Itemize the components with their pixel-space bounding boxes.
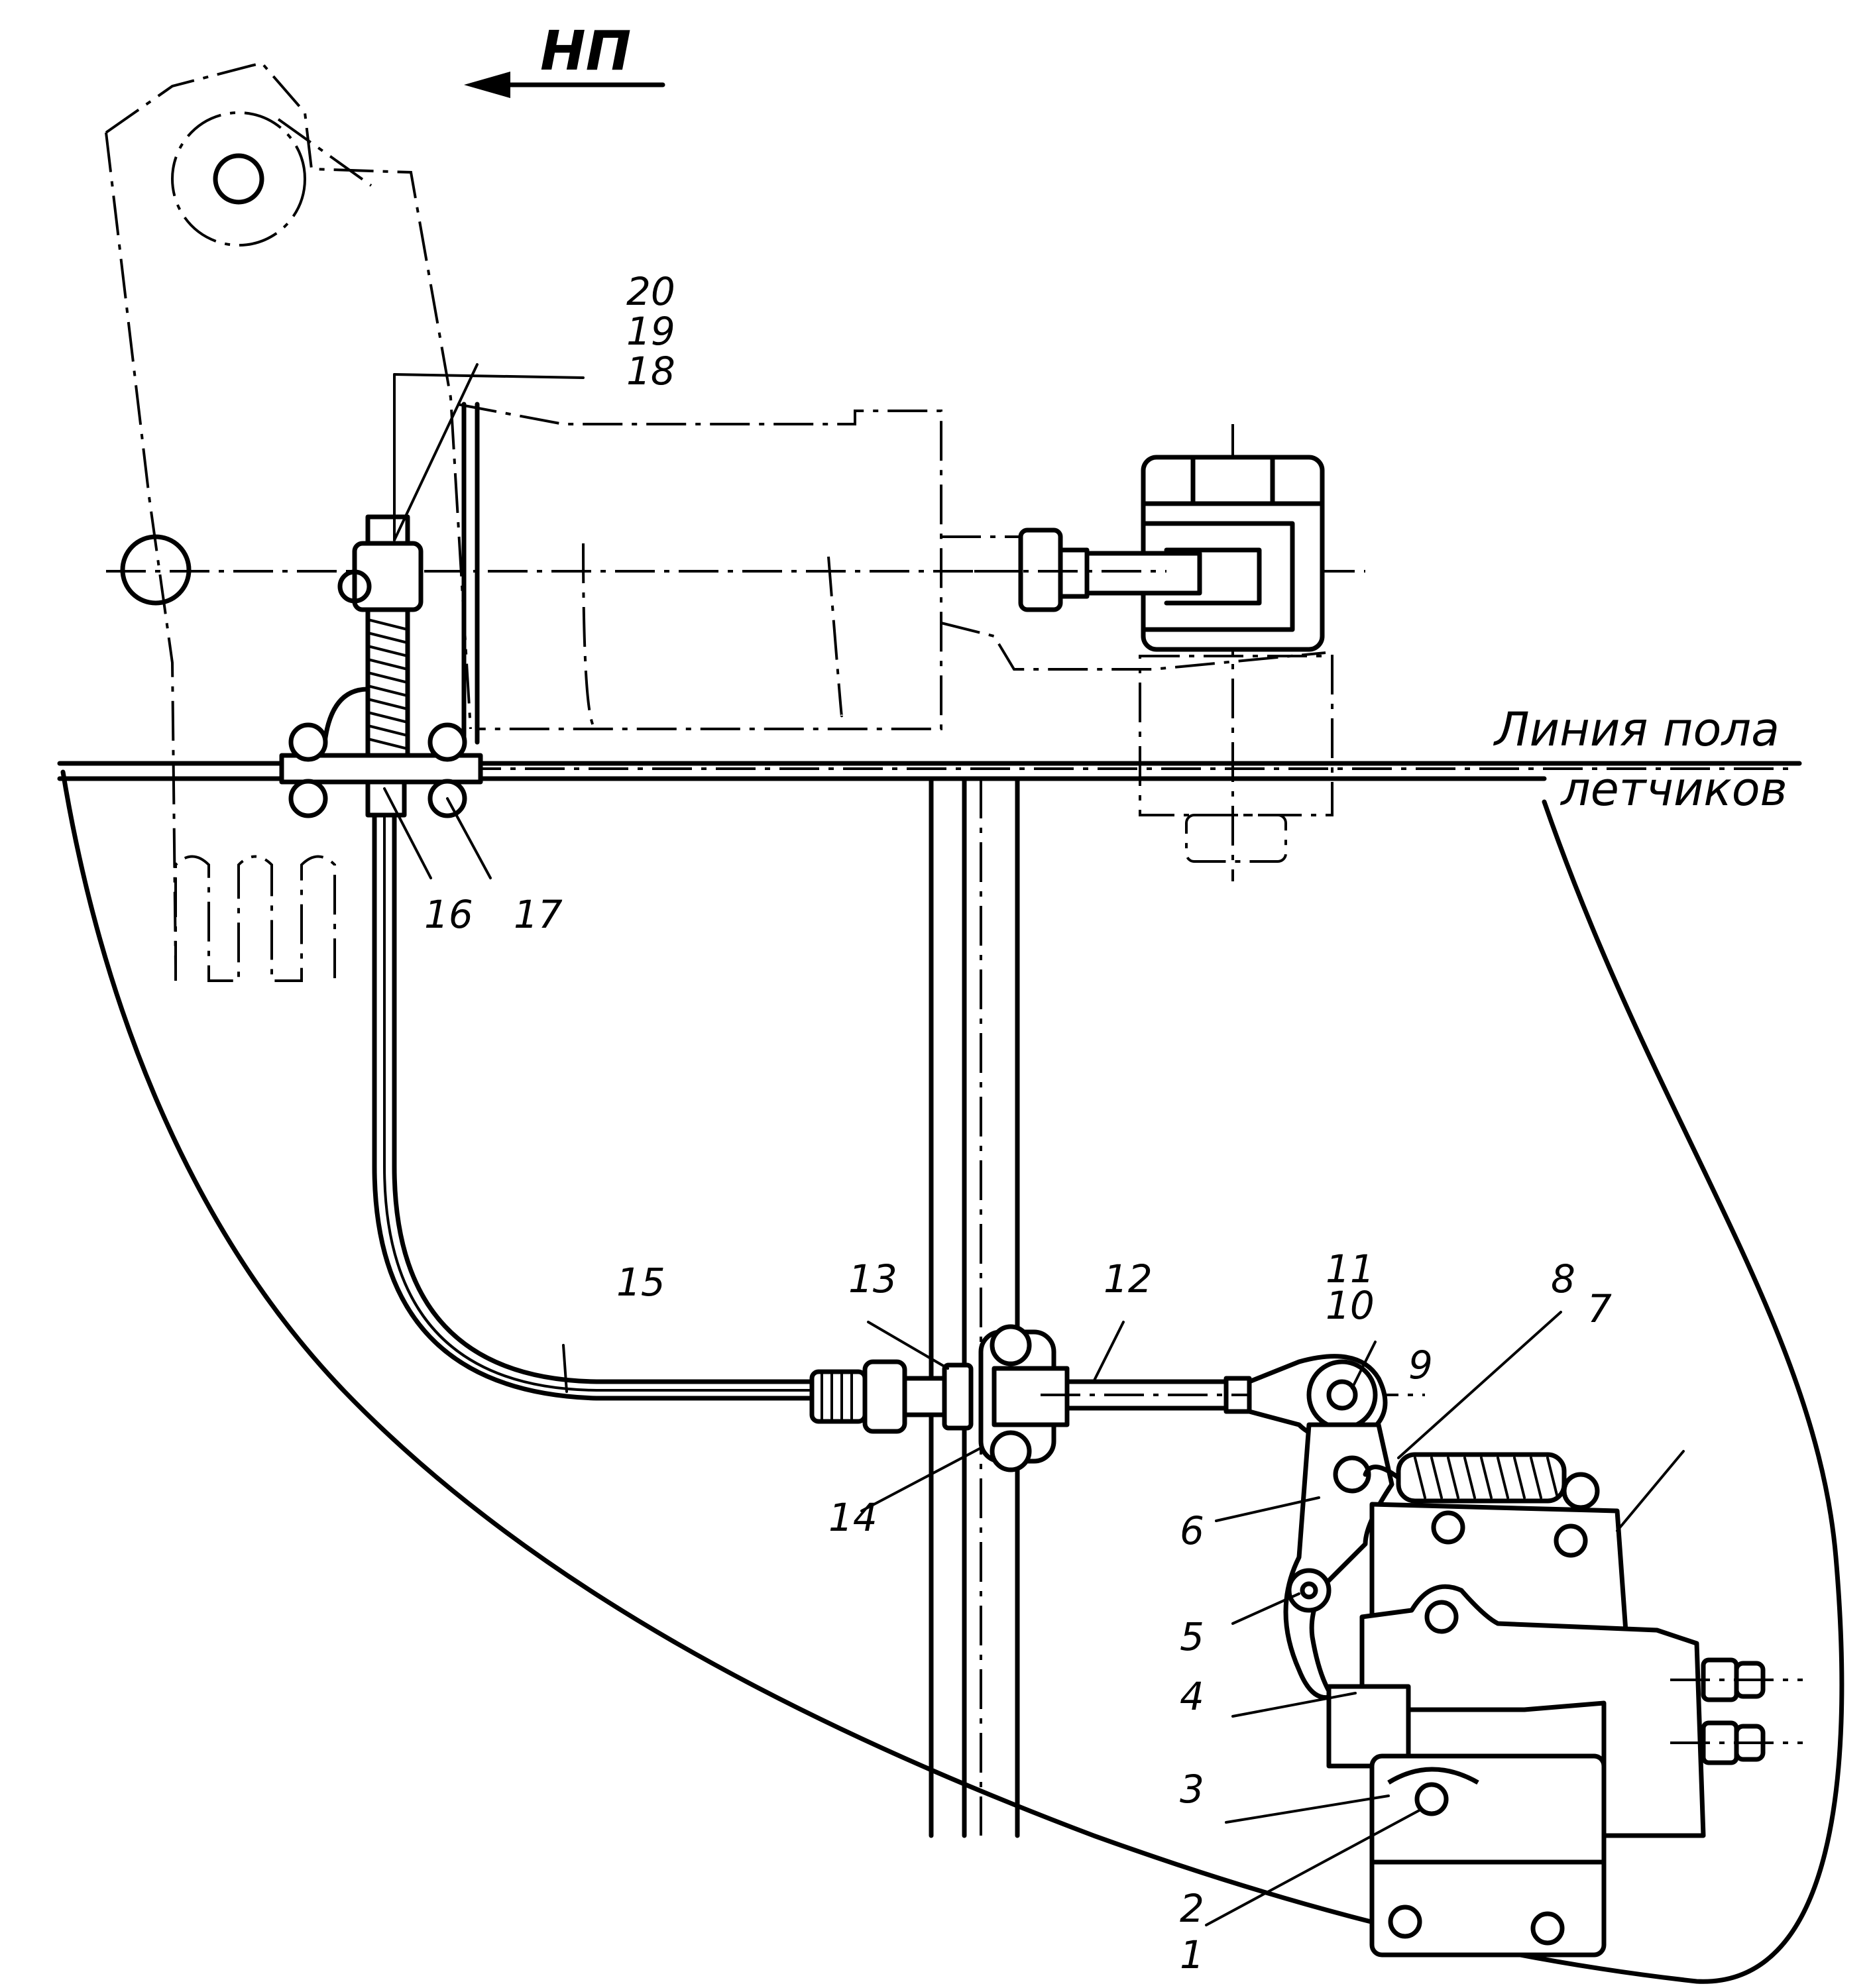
label-19: 19 (626, 309, 675, 354)
label-16: 16 (424, 892, 473, 937)
actuator-rod (974, 527, 1202, 612)
label-5: 5 (1180, 1614, 1204, 1659)
label-4: 4 (1180, 1674, 1204, 1719)
lever (1283, 1422, 1394, 1700)
label-8: 8 (1551, 1256, 1575, 1301)
switch-assembly (1326, 1502, 1803, 1958)
cable-conduit (372, 812, 824, 1401)
direction-label: НП (540, 20, 631, 83)
floor-line-label-1: Линия пола (1493, 702, 1780, 757)
label-1: 1 (1180, 1932, 1204, 1977)
label-17: 17 (514, 892, 563, 937)
label-14: 14 (828, 1495, 878, 1540)
label-6: 6 (1180, 1508, 1204, 1553)
label-13: 13 (848, 1256, 897, 1301)
label-3: 3 (1180, 1767, 1204, 1812)
direction-arrow (464, 72, 665, 98)
cable-fitting (809, 1324, 1425, 1472)
label-18: 18 (626, 349, 675, 394)
actuator-housing (457, 403, 1334, 881)
floor-line-label-2: летчиков (1560, 762, 1788, 816)
fuselage-outline (60, 769, 1845, 1984)
label-2: 2 (1180, 1886, 1204, 1931)
label-12: 12 (1104, 1256, 1153, 1301)
vertical-frame (929, 776, 1020, 1838)
label-20: 20 (626, 269, 675, 314)
label-7: 7 (1587, 1286, 1612, 1331)
leader-lines (383, 363, 1685, 1926)
fork-end (1247, 1354, 1388, 1442)
label-10: 10 (1326, 1283, 1375, 1328)
tension-spring (1363, 1452, 1600, 1510)
label-11: 11 (1326, 1246, 1375, 1292)
spring-assembly-top (279, 402, 483, 818)
label-9: 9 (1408, 1343, 1433, 1388)
actuator-nut (1141, 455, 1325, 652)
label-15: 15 (616, 1260, 665, 1305)
